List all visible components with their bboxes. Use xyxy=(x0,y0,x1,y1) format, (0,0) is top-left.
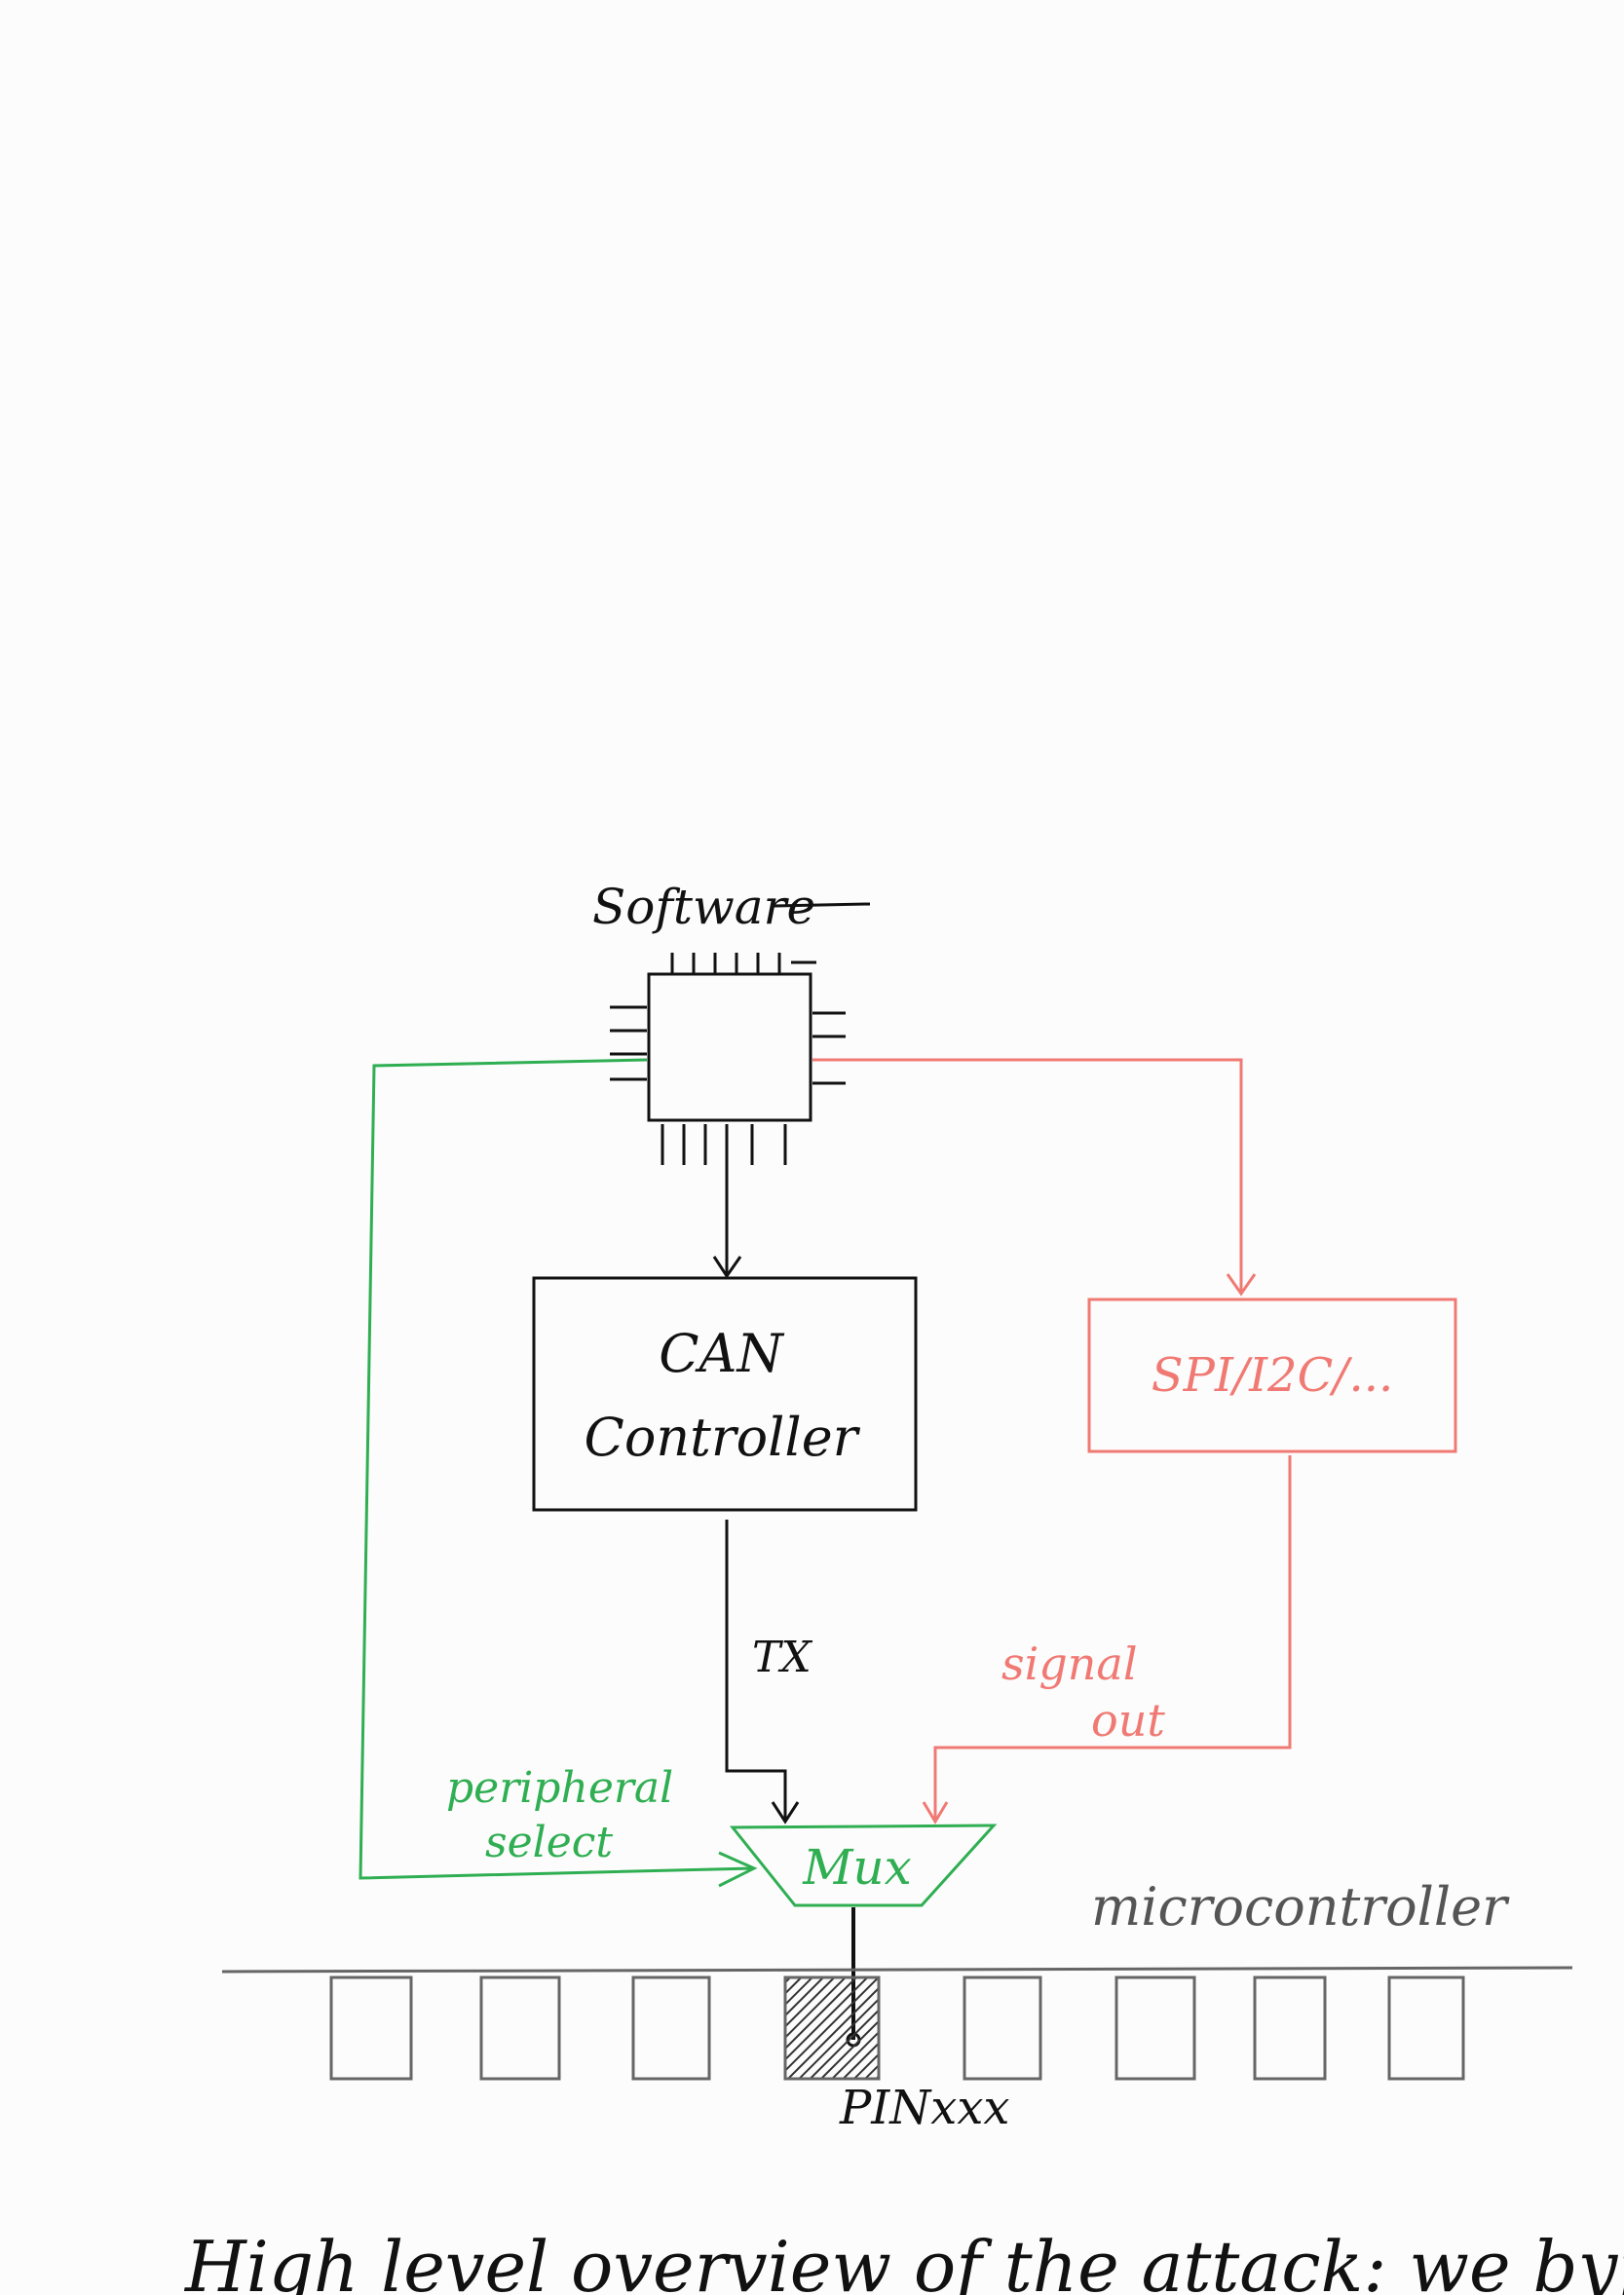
peripheral-select-path xyxy=(359,1058,758,1888)
microcontroller-pins xyxy=(329,1975,1465,2081)
peripheral-select-label-line1: peripheral xyxy=(446,1763,673,1813)
software-underline xyxy=(774,902,871,908)
tx-line xyxy=(725,1520,800,1825)
peripheral-select-label-line2: select xyxy=(485,1818,613,1867)
cpu-to-can-arrow xyxy=(712,1140,742,1279)
spi-path xyxy=(812,1058,1292,1825)
can-controller-label-line2: Controller xyxy=(585,1407,861,1468)
mux-shape xyxy=(729,1824,998,1907)
caption-text: High level overview of the attack: we by… xyxy=(183,2226,1624,2295)
signal-out-label-line2: out xyxy=(1091,1694,1165,1747)
microcontroller-edge xyxy=(221,1966,1573,1974)
cpu-chip-icon xyxy=(610,953,846,1165)
tx-label: TX xyxy=(752,1633,812,1682)
can-controller-label-line1: CAN xyxy=(659,1323,784,1384)
spi-i2c-label: SPI/I2C/... xyxy=(1152,1348,1393,1403)
microcontroller-label: microcontroller xyxy=(1091,1876,1510,1938)
spi-i2c-box xyxy=(1087,1298,1457,1453)
signal-out-label-line1: signal xyxy=(1001,1637,1138,1690)
hatched-target-pin xyxy=(783,1975,881,2081)
pin-label: PINxxx xyxy=(839,2081,1009,2135)
can-controller-box xyxy=(532,1276,918,1512)
mux-label: Mux xyxy=(802,1839,912,1896)
